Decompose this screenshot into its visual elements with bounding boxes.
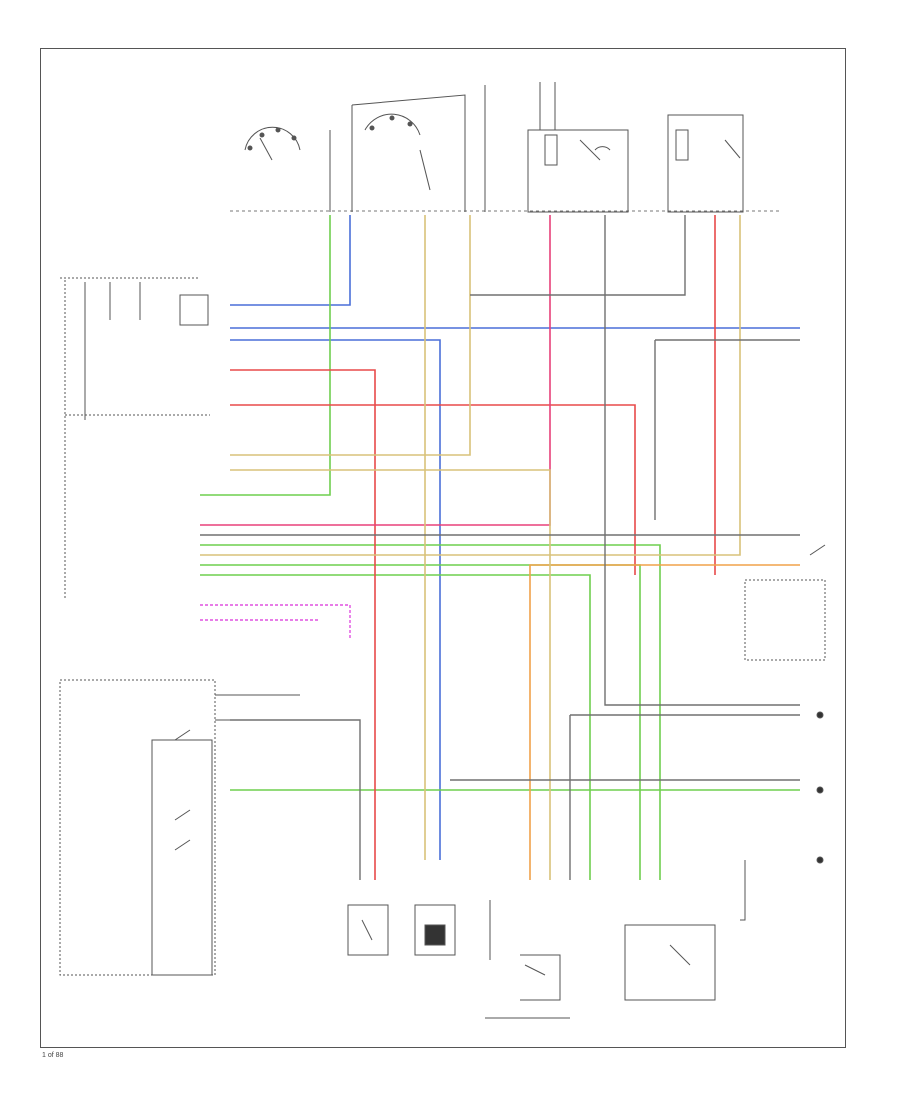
power-distribution-block [60,277,210,600]
fuse-header [484,82,556,212]
right-connectors [740,544,826,921]
relay-box-top [527,114,744,213]
selector-switch-1 [244,126,331,212]
wire-magenta [200,604,351,640]
wire-orange [529,564,800,880]
diagram-border [40,48,846,1048]
control-module [59,679,300,976]
wire-red [230,215,716,880]
bottom-components [347,900,716,1019]
selector-switch-2 [351,94,466,212]
wire-blue [230,215,800,860]
wire-gray [200,215,800,880]
footer-code: 1 of 88 [42,1052,64,1059]
